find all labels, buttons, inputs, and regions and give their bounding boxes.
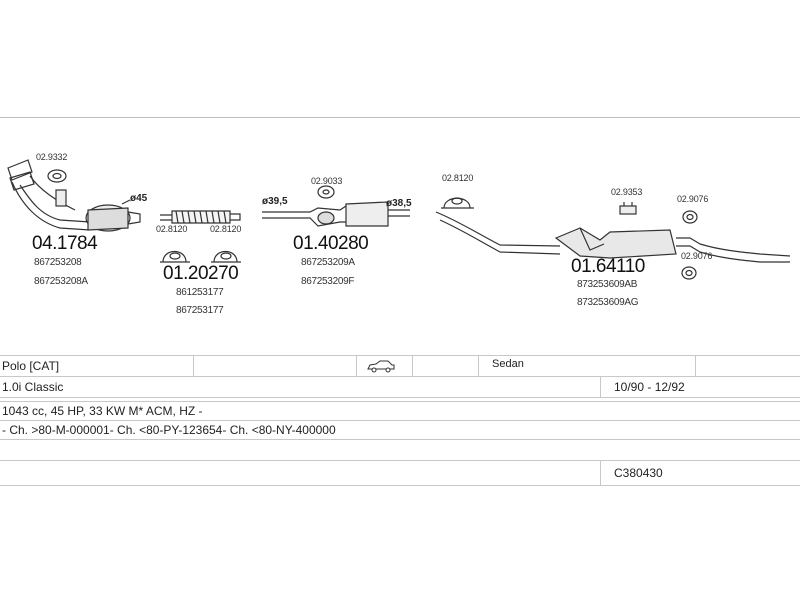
hanger-02-9033-icon: [317, 185, 335, 199]
clamp-code-label: 02.8120: [156, 224, 188, 234]
table-cell-divider: [600, 377, 601, 397]
ref-number: 861253177: [176, 287, 224, 298]
downpipe-drawing: [7, 159, 141, 232]
exhaust-diagram: [7, 159, 791, 280]
diameter-label: ø38,5: [386, 198, 412, 209]
clamp-left-icon: [160, 250, 190, 263]
sedan-car-icon: [366, 359, 396, 378]
diameter-arrow-icon: [121, 199, 131, 205]
years-label: 10/90 - 12/92: [614, 380, 685, 394]
table-row: 1043 cc, 45 HP, 33 KW M* ACM, HZ -: [0, 401, 800, 421]
ring-02-9076-top-icon: [682, 210, 698, 224]
clamp-right-icon: [211, 250, 241, 263]
ref-number: 867253208A: [34, 276, 88, 287]
ref-number: 873253609AG: [577, 297, 639, 308]
table-cell-divider: [412, 356, 413, 376]
hanger-code-label: 02.8120: [442, 173, 474, 183]
hanger-02-8120-rear-icon: [441, 197, 474, 209]
model-label: Polo [CAT]: [2, 359, 60, 373]
body-type-label: Sedan: [492, 358, 524, 370]
ref-number: 873253609AB: [577, 279, 638, 290]
clamp-code-label: 02.8120: [210, 224, 242, 234]
ring-code-label: 02.9076: [677, 194, 709, 204]
engine-label: 1.0i Classic: [2, 380, 64, 394]
middle-silencer-drawing: [262, 201, 410, 227]
table-row: C380430: [0, 460, 800, 486]
flexpipe-drawing: [160, 210, 241, 224]
rear-silencer-drawing: [435, 211, 791, 263]
table-cell-divider: [478, 356, 479, 376]
ring-02-9076-bottom-icon: [681, 266, 697, 280]
top-border-line: [0, 117, 800, 118]
part-number: 01.40280: [293, 233, 369, 254]
hanger-02-9353-icon: [619, 202, 637, 215]
ref-number: 867253208: [34, 257, 82, 268]
table-row: Polo [CAT] Sedan: [0, 355, 800, 377]
clamp-02-9332-icon: [47, 169, 67, 183]
part-number: 01.20270: [163, 263, 239, 284]
clamp-code-label: 02.9332: [36, 152, 68, 162]
ref-number: 867253177: [176, 305, 224, 316]
diameter-label: ø39,5: [262, 196, 288, 207]
table-row: 1.0i Classic 10/90 - 12/92: [0, 376, 800, 398]
table-cell-divider: [600, 461, 601, 485]
hanger-code-label: 02.9353: [611, 187, 643, 197]
ring-code-label: 02.9076: [681, 251, 713, 261]
table-row: - Ch. >80-M-000001- Ch. <80-PY-123654- C…: [0, 420, 800, 440]
part-number: 01.64110: [571, 256, 645, 277]
table-cell-divider: [193, 356, 194, 376]
chassis-label: - Ch. >80-M-000001- Ch. <80-PY-123654- C…: [2, 423, 336, 437]
table-cell-divider: [356, 356, 357, 376]
table-cell-divider: [695, 356, 696, 376]
ref-number: 867253209A: [301, 257, 355, 268]
ref-number: 867253209F: [301, 276, 355, 287]
part-number: 04.1784: [32, 233, 98, 254]
hanger-code-label: 02.9033: [311, 176, 343, 186]
specs-label: 1043 cc, 45 HP, 33 KW M* ACM, HZ -: [2, 404, 203, 418]
code-label: C380430: [614, 466, 663, 480]
diameter-label: ø45: [130, 193, 148, 204]
